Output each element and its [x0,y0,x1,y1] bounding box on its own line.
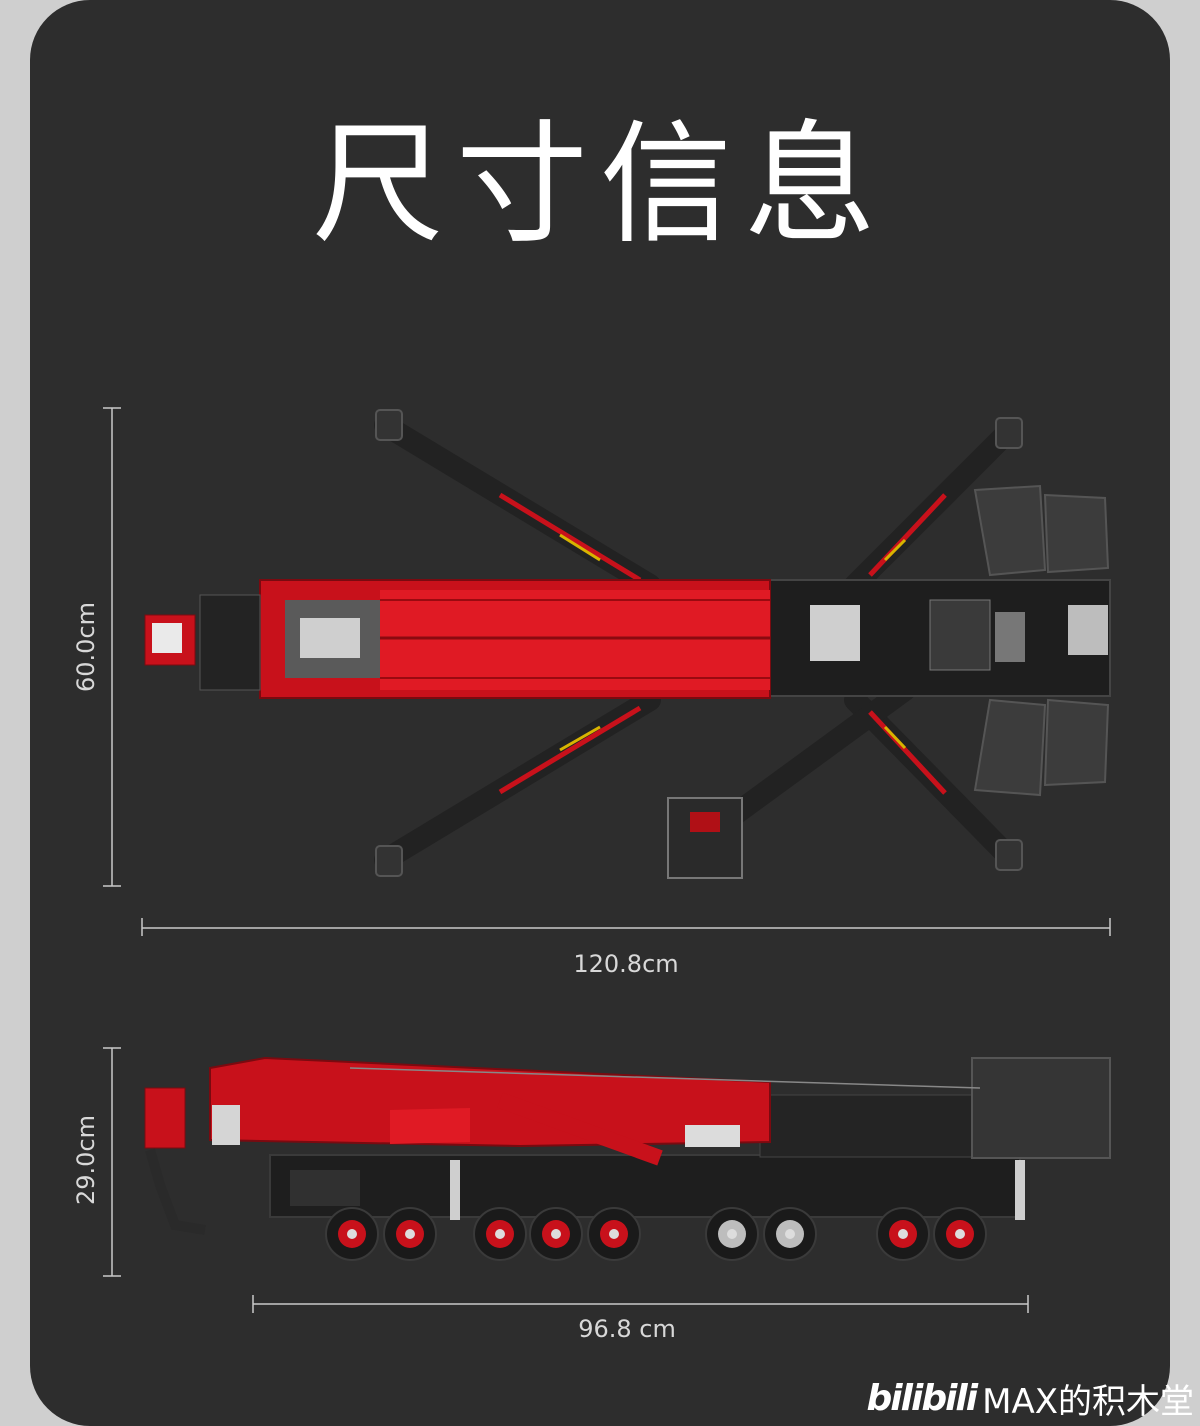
counterweight [973,484,1110,797]
counterweight-side [971,1057,1111,1159]
chassis [739,579,1111,697]
wheel-hub [898,1229,908,1239]
side-view-length-dimension [252,1295,1029,1313]
wheel-hub [727,1229,737,1239]
wheel-hub [495,1229,505,1239]
crane-side-view [144,1056,1111,1235]
watermark-text: MAX的积木堂 [982,1381,1194,1422]
wheel-hub [551,1229,561,1239]
boom-side [209,1056,771,1148]
wheel-group [325,1207,987,1261]
bilibili-logo: bilibili [866,1377,979,1419]
wheel-hub [785,1229,795,1239]
top-view-length-dimension [141,918,1111,936]
side-view-length-label: 96.8 cm [578,1315,676,1343]
top-view-height-dimension [103,407,121,887]
top-view-height-label: 60.0cm [72,602,100,692]
side-view-height-label: 29.0cm [72,1115,100,1205]
watermark: bilibili MAX的积木堂 [866,1376,1194,1422]
hook-block [667,797,743,879]
page-title: 尺寸信息 [312,108,888,262]
wheel-hub [347,1229,357,1239]
crane-top-view [144,409,1111,879]
wheel-hub [955,1229,965,1239]
side-view-height-dimension [103,1047,121,1277]
wheel-hub [405,1229,415,1239]
top-view-length-label: 120.8cm [573,950,678,978]
wheel-hub [609,1229,619,1239]
